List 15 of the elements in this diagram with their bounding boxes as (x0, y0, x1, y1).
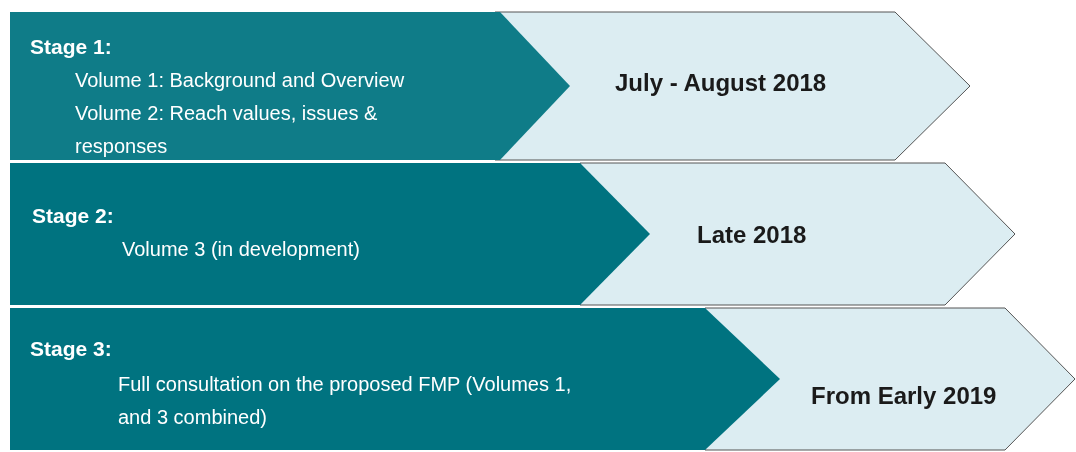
stage-description: Volume 2: Reach values, issues & responses (75, 101, 379, 159)
stage-heading: Stage 3: (30, 336, 112, 362)
date-label: Late 2018 (697, 221, 807, 249)
date-label: July - August 2018 (615, 69, 827, 97)
date-label: From Early 2019 (811, 382, 997, 410)
date-panel (580, 163, 1015, 305)
stage-heading: Stage 2: (32, 203, 114, 229)
stage-panel (10, 12, 570, 160)
stage-description: Volume 1: Background and Overview (75, 68, 406, 93)
date-panel (495, 12, 970, 160)
stage-heading: Stage 1: (30, 34, 112, 60)
stage-panel (10, 163, 650, 305)
stage-description: Full consultation on the proposed FMP (Volumes 1, and 3 combined) (118, 372, 573, 430)
stage-panel (10, 308, 780, 450)
stage-description: Volume 3 (in development) (122, 237, 361, 262)
